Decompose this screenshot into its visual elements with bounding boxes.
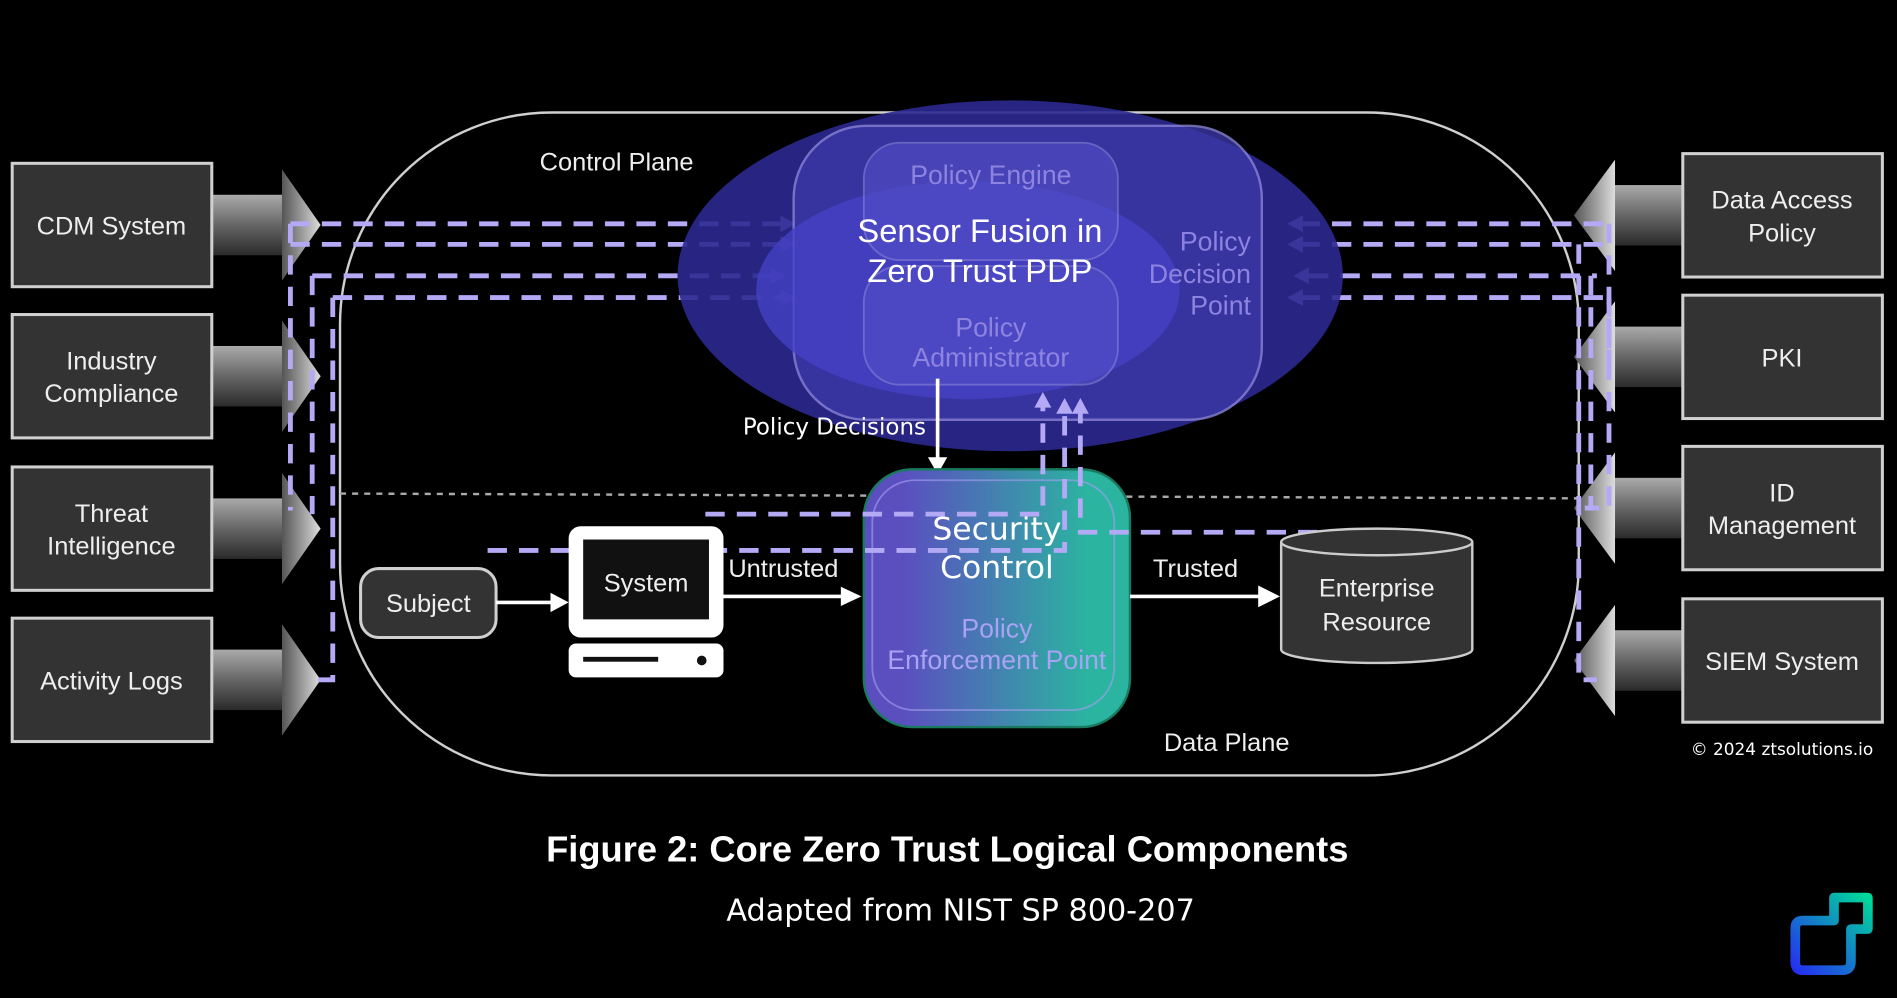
input-source-cdm-system: CDM System bbox=[10, 161, 321, 289]
input-arrow bbox=[211, 649, 285, 711]
trusted-label: Trusted bbox=[1153, 555, 1238, 583]
input-box bbox=[10, 616, 214, 744]
input-label: SIEM System bbox=[1705, 648, 1859, 676]
input-label: Policy bbox=[1748, 219, 1816, 247]
input-label: Data Access bbox=[1711, 187, 1852, 215]
figure-title: Figure 2: Core Zero Trust Logical Compon… bbox=[546, 828, 1348, 869]
input-arrowhead bbox=[1573, 301, 1616, 413]
input-source-pki: PKI bbox=[1573, 293, 1884, 421]
left-input-sources: CDM SystemIndustryComplianceThreatIntell… bbox=[10, 161, 321, 744]
input-label: ID bbox=[1769, 479, 1794, 507]
input-arrow bbox=[1612, 630, 1686, 691]
copyright: © 2024 ztsolutions.io bbox=[1691, 739, 1874, 759]
figure-subtitle: Adapted from NIST SP 800-207 bbox=[726, 894, 1194, 929]
input-arrowhead bbox=[281, 320, 321, 432]
policy-engine-label: Policy Engine bbox=[910, 160, 1071, 190]
input-label: Activity Logs bbox=[40, 668, 183, 696]
right-dashed-flows bbox=[1287, 215, 1612, 683]
data-plane-label: Data Plane bbox=[1164, 729, 1290, 757]
input-source-siem-system: SIEM System bbox=[1573, 597, 1884, 724]
input-label: Industry bbox=[66, 348, 157, 376]
input-arrow bbox=[211, 498, 285, 559]
pdp-label-3: Point bbox=[1190, 291, 1251, 321]
policy-decisions-arrowhead bbox=[927, 457, 948, 475]
input-arrow bbox=[1612, 326, 1686, 388]
input-box bbox=[1681, 152, 1884, 279]
input-arrow bbox=[1612, 477, 1686, 539]
input-arrowhead bbox=[281, 472, 321, 585]
input-box bbox=[10, 465, 214, 592]
trusted-arrow bbox=[1129, 585, 1280, 608]
security-control-2: Control bbox=[940, 550, 1054, 586]
input-box bbox=[1681, 293, 1884, 421]
input-label: Management bbox=[1708, 512, 1856, 540]
input-arrow bbox=[1612, 185, 1686, 246]
resource-label-2: Resource bbox=[1322, 608, 1431, 636]
input-arrowhead bbox=[1573, 604, 1616, 717]
ztsolutions-logo-icon bbox=[1790, 892, 1873, 976]
input-box bbox=[10, 313, 214, 440]
subject-to-system-arrow bbox=[496, 592, 569, 613]
input-arrow bbox=[211, 345, 285, 407]
input-box bbox=[1681, 444, 1884, 572]
input-source-id-management: ID Management bbox=[1573, 444, 1884, 572]
policy-decisions-label: Policy Decisions bbox=[743, 414, 926, 440]
pdp-label-2: Decision bbox=[1149, 259, 1251, 289]
enterprise-resource-cylinder bbox=[1279, 527, 1474, 665]
input-arrow bbox=[211, 194, 285, 256]
input-source-activity-logs: Activity Logs bbox=[10, 616, 321, 744]
pdp-overlay-title-1: Sensor Fusion in bbox=[857, 212, 1102, 249]
security-control-1: Security bbox=[932, 512, 1061, 548]
input-label: Intelligence bbox=[47, 533, 175, 561]
input-arrowhead bbox=[1573, 159, 1616, 271]
system-computer-icon bbox=[568, 526, 724, 678]
input-label: Threat bbox=[75, 500, 148, 528]
input-label: PKI bbox=[1762, 345, 1803, 373]
input-label: CDM System bbox=[37, 213, 187, 241]
input-label: Compliance bbox=[44, 380, 178, 408]
input-box bbox=[10, 161, 214, 289]
subject-label: Subject bbox=[386, 590, 471, 618]
pdp-label-1: Policy bbox=[1180, 226, 1252, 256]
pdp-overlay-title-2: Zero Trust PDP bbox=[867, 252, 1092, 289]
input-arrowhead bbox=[281, 624, 321, 736]
resource-label-1: Enterprise bbox=[1319, 574, 1435, 602]
control-plane-label: Control Plane bbox=[540, 149, 694, 177]
policy-administrator-label-2: Administrator bbox=[912, 343, 1069, 373]
policy-administrator-label-1: Policy bbox=[955, 312, 1027, 342]
input-box bbox=[1681, 597, 1884, 724]
untrusted-label: Untrusted bbox=[728, 555, 838, 583]
policy-decision-point: Policy Engine Policy Administrator Polic… bbox=[677, 100, 1343, 452]
untrusted-arrow bbox=[723, 586, 862, 607]
system-label: System bbox=[604, 570, 689, 598]
